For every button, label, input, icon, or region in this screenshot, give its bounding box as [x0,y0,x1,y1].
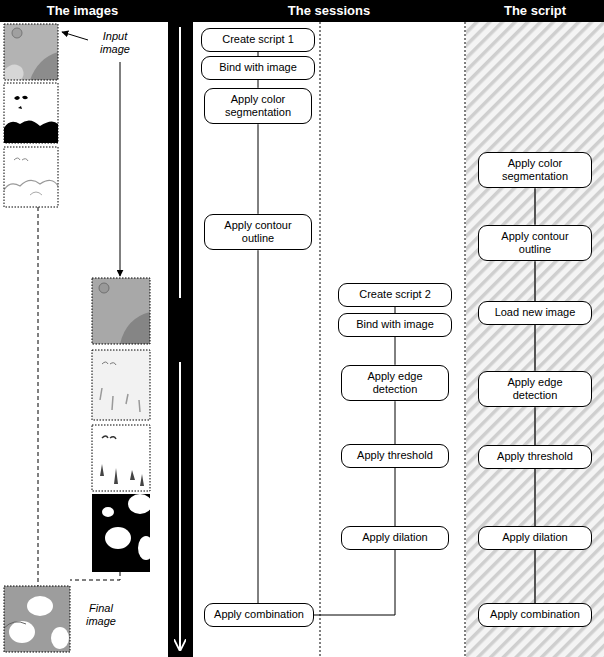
image-note: Input image [90,30,140,56]
box-text: Apply color segmentation [210,93,306,119]
final-thumbnail [4,586,70,652]
box-text: Apply threshold [347,449,443,462]
edge-thumbnail [92,350,150,420]
flow-connector [258,124,259,214]
box-text: Apply contour outline [210,219,306,245]
process-box: Apply edge detection [478,371,592,407]
flow-connector [534,550,536,604]
process-box: Bind with image [338,313,452,336]
flow-arrow [120,62,121,276]
process-box: Apply contour outline [478,225,592,261]
segmentation-thumbnail [4,83,58,143]
box-text: Bind with image [207,61,309,74]
flow-connector [395,468,396,527]
box-text: Apply combination [484,608,586,621]
flow-connector [258,80,259,88]
process-box: Apply contour outline [204,214,312,250]
flow-connector [395,337,396,365]
threshold-thumbnail [92,425,150,491]
second-input-thumbnail [92,278,150,344]
box-text: Apply color segmentation [484,157,586,183]
column-heading: The script [466,3,604,19]
box-text: Bind with image [344,318,446,331]
process-box: Apply combination [478,603,592,626]
time-arrow [179,362,181,650]
leader-arrow [62,32,88,40]
dashed-link [38,207,39,586]
process-box: Apply edge detection [341,365,449,401]
flow-connector [314,550,395,615]
input-thumbnail [4,24,58,80]
box-text: Apply contour outline [484,230,586,256]
header-bar [0,0,604,22]
process-box: Create script 1 [201,28,315,51]
process-box: Apply combination [204,603,314,626]
column-heading: The sessions [193,3,465,19]
time-arrow [179,27,181,298]
process-box: Bind with image [201,56,315,79]
flow-connector [395,307,396,314]
column-divider [320,22,321,657]
box-text: Load new image [484,306,586,319]
box-text: Create script 1 [207,33,309,46]
process-box: Apply dilation [478,526,592,549]
flow-connector [534,469,536,527]
contour-thumbnail [4,147,58,207]
process-box: Apply dilation [341,526,449,549]
box-text: Apply edge detection [347,370,443,396]
box-text: Create script 2 [344,288,446,301]
process-box: Load new image [478,301,592,324]
image-note: Final image [74,602,128,628]
flow-connector [534,325,536,371]
box-text: Apply dilation [484,531,586,544]
box-text: Apply edge detection [484,376,586,402]
column-divider [465,22,466,657]
box-text: Apply threshold [484,450,586,463]
flow-connector [534,261,536,301]
process-box: Apply threshold [341,444,449,467]
flow-connector [534,407,536,445]
flow-connector [258,250,259,603]
column-heading: The images [0,3,165,19]
process-box: Apply color segmentation [204,88,312,124]
process-box: Create script 2 [338,283,452,306]
time-bar [168,22,193,657]
dashed-link [70,572,120,580]
box-text: Apply combination [210,608,308,621]
dilation-thumbnail [92,494,154,572]
script-column-ground [466,22,604,657]
process-box: Apply color segmentation [478,152,592,188]
process-box: Apply threshold [478,445,592,468]
flow-connector [395,401,396,444]
flow-connector [534,188,536,225]
box-text: Apply dilation [347,531,443,544]
